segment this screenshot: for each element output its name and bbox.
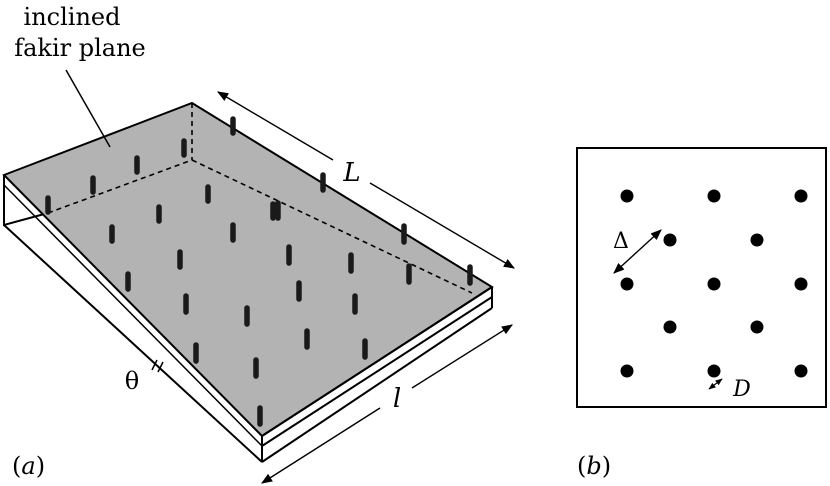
pillar-dot — [620, 189, 634, 203]
panel-label-a-open: ( — [12, 452, 21, 480]
panel-label-b-open: ( — [577, 452, 586, 480]
base-edge-left — [3, 224, 263, 463]
panel-a: inclined fakir plane L l θ (a) — [2, 3, 515, 484]
callout-leader — [65, 69, 111, 148]
hidden-edge-right — [191, 159, 473, 294]
inclined-plane — [2, 101, 494, 438]
pillar-dot — [794, 189, 808, 203]
pillars — [45, 116, 473, 427]
pillar-dots — [620, 189, 808, 378]
angle-label: θ — [125, 367, 139, 395]
width-label: l — [393, 384, 401, 414]
width-arrow-lower — [261, 407, 381, 484]
diameter-arrow — [708, 378, 723, 390]
angle-mark — [151, 359, 164, 373]
panel-label-b-close: ) — [602, 452, 611, 480]
pillar-dot — [620, 364, 634, 378]
pillar-dot — [794, 364, 808, 378]
pillar-dot — [620, 277, 634, 291]
length-label: L — [342, 158, 360, 188]
pillar-dot — [750, 233, 764, 247]
pillar-dot — [707, 277, 721, 291]
length-arrow-lower — [369, 182, 515, 269]
spacing-arrow — [613, 229, 662, 274]
callout-line-2: fakir plane — [14, 34, 146, 62]
panel-label-a-letter: a — [21, 452, 35, 480]
panel-label-b-letter: b — [586, 452, 601, 480]
width-arrow-upper — [411, 324, 513, 389]
pillar-dot — [663, 233, 677, 247]
top-view-frame — [576, 147, 827, 408]
hidden-edge-left — [47, 159, 193, 214]
front-edge-bottom — [261, 296, 493, 447]
front-edge-top — [261, 286, 493, 437]
pillar-dot — [707, 364, 721, 378]
base-edge-right — [261, 307, 493, 463]
diameter-label: D — [732, 377, 751, 402]
panel-label-b: (b) — [577, 452, 611, 480]
pillar-dot — [663, 320, 677, 334]
panel-label-a-close: ) — [36, 452, 45, 480]
side-thickness — [3, 184, 263, 447]
length-arrow-upper — [217, 91, 334, 161]
spacing-label: Δ — [613, 229, 629, 254]
pillar-dot — [707, 189, 721, 203]
panel-label-a: (a) — [12, 452, 45, 480]
pillar-dot — [750, 320, 764, 334]
panel-b: Δ D (b) — [576, 147, 827, 480]
pillar-dot — [794, 277, 808, 291]
callout-line-1: inclined — [24, 3, 121, 31]
